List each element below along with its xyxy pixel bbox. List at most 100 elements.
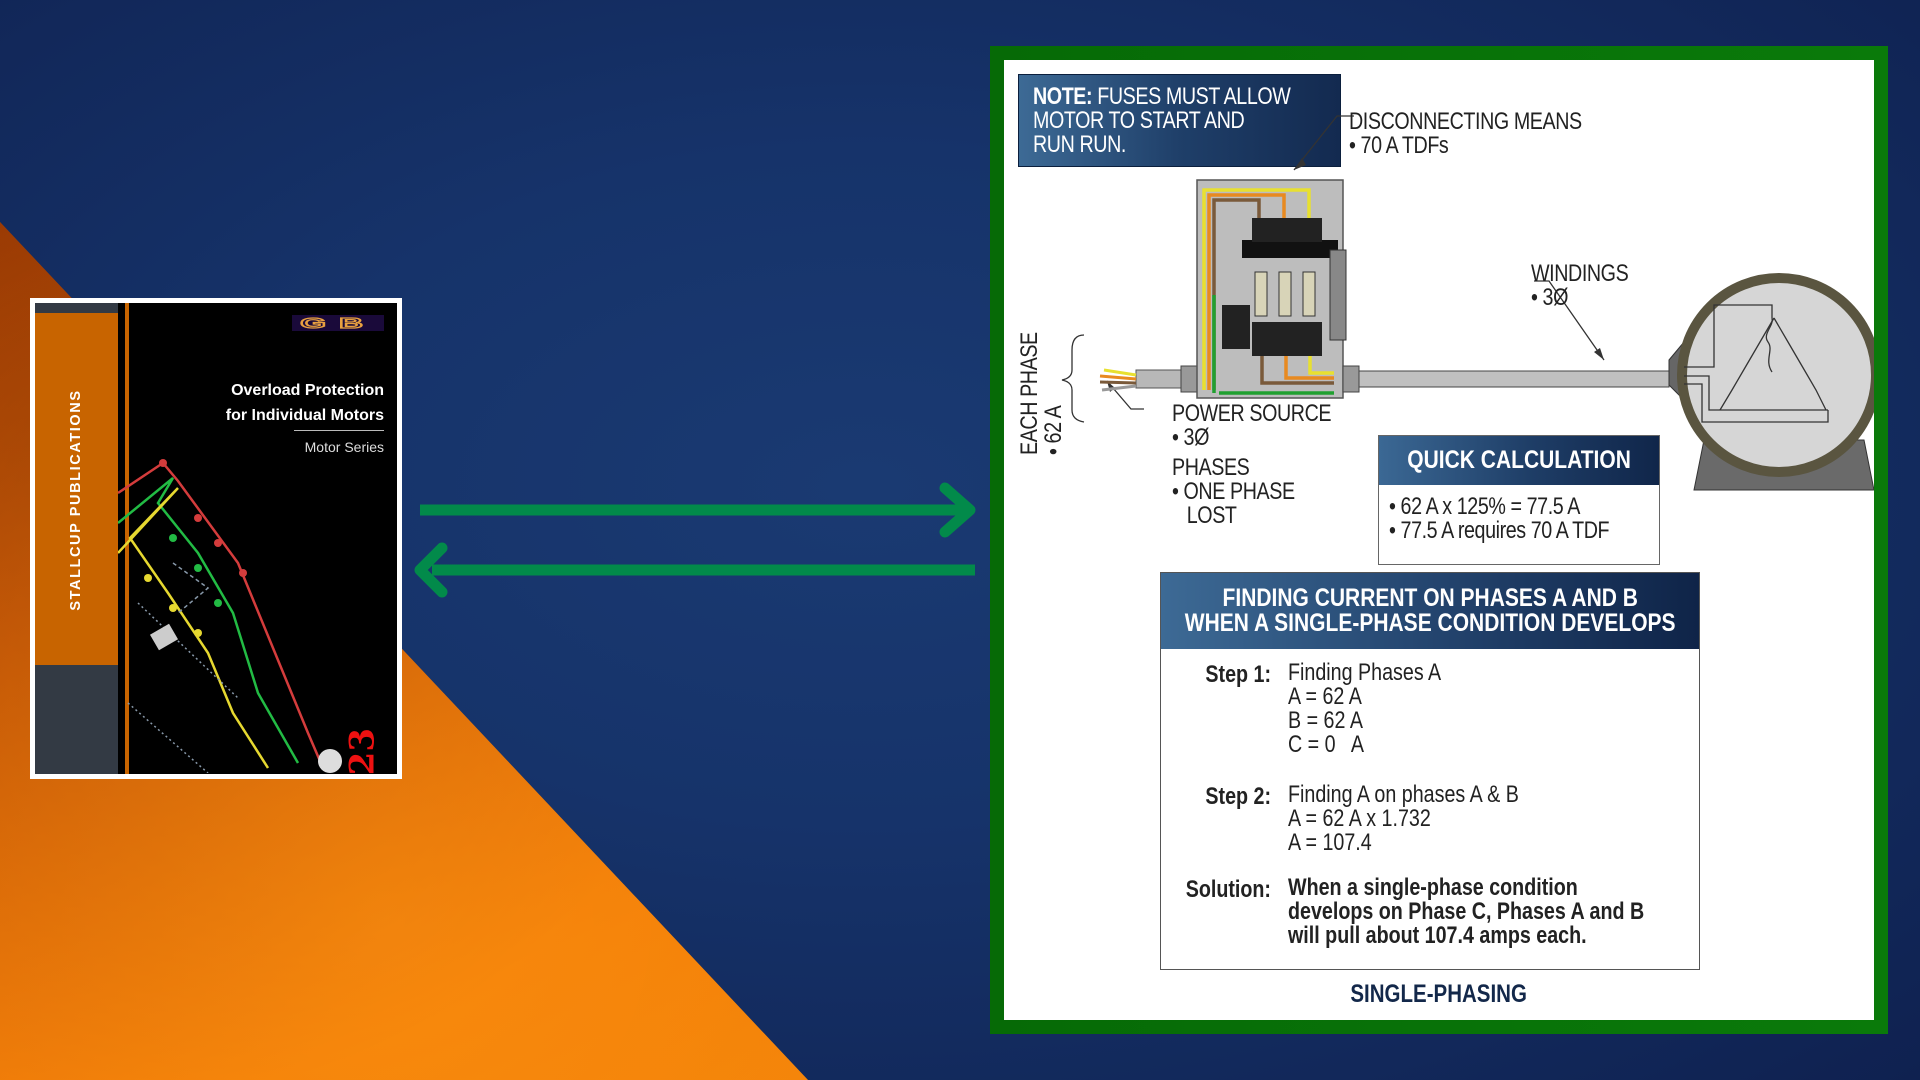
- circuit-line-red: [118, 461, 325, 769]
- phases-detail: • ONE PHASE: [1172, 478, 1295, 505]
- conduit-in: [1135, 369, 1182, 389]
- finding-current-box: FINDING CURRENT ON PHASES A AND B WHEN A…: [1160, 572, 1700, 970]
- motor-housing: [1677, 273, 1874, 477]
- cover-spine-bottom: ϟ nec ϟ: [35, 665, 118, 774]
- terminal-block-top: [1252, 218, 1322, 242]
- cover-rule: [294, 430, 384, 431]
- solution-label: Solution:: [1185, 876, 1271, 903]
- quick-calculation-header: QUICK CALCULATION: [1379, 436, 1659, 485]
- publisher-logo: GB: [292, 314, 384, 332]
- disconnect-enclosure: [1196, 179, 1344, 399]
- circuit-line-yellow: [118, 487, 270, 769]
- quick-calculation-line: • 77.5 A requires 70 A TDF: [1389, 517, 1610, 544]
- circuit-node: [169, 604, 177, 612]
- conduit-fitting: [1180, 365, 1198, 393]
- quick-calculation-body: • 62 A x 125% = 77.5 A • 77.5 A requires…: [1389, 495, 1619, 543]
- quick-calculation-line: • 62 A x 125% = 77.5 A: [1389, 493, 1581, 520]
- circuit-node: [194, 629, 202, 637]
- operating-handle: [1329, 249, 1347, 341]
- leader-line-disconnect: [1293, 115, 1354, 171]
- leader-line-power-source: [1106, 380, 1144, 410]
- book-cover: STALLCUP PUBLICATIONS ϟ nec ϟ GB Overloa…: [30, 298, 402, 779]
- windings-detail: • 3Ø: [1531, 284, 1568, 311]
- conduit-out: [1358, 370, 1670, 388]
- fuse-icons: [1254, 271, 1316, 317]
- cover-series: Motor Series: [304, 439, 384, 455]
- cover-year: 2023: [343, 728, 383, 774]
- disconnecting-means-detail: • 70 A TDFs: [1349, 132, 1449, 159]
- publisher-logo-text: GB: [299, 314, 376, 332]
- circuit-node: [194, 514, 202, 522]
- note-label: NOTE:: [1033, 83, 1093, 110]
- step-line: Finding Phases A: [1288, 659, 1442, 686]
- step-line: A = 62 A: [1288, 683, 1362, 710]
- circuit-node: [159, 459, 167, 467]
- spine-publisher-text: STALLCUP PUBLICATIONS: [68, 389, 84, 611]
- circuit-nodes: [144, 459, 247, 637]
- diagram-frame: NOTE: FUSES MUST ALLOW MOTOR TO START AN…: [990, 46, 1888, 1034]
- arrow-right-icon: [420, 482, 976, 538]
- book-cover-inner: STALLCUP PUBLICATIONS ϟ nec ϟ GB Overloa…: [35, 303, 397, 774]
- circuit-node: [214, 599, 222, 607]
- circuit-node: [194, 564, 202, 572]
- note-line: MOTOR TO START AND: [1033, 107, 1245, 134]
- phases-detail-cont: LOST: [1186, 502, 1237, 529]
- diagram-panel: NOTE: FUSES MUST ALLOW MOTOR TO START AN…: [1004, 60, 1874, 1020]
- cover-title-line-2: for Individual Motors: [225, 407, 384, 424]
- cover-divider-line: [125, 303, 129, 774]
- arrow-left-icon: [414, 542, 975, 598]
- arrowhead: [1294, 158, 1306, 170]
- diagram-caption-text: SINGLE-PHASING: [1350, 980, 1528, 1008]
- each-phase-label: EACH PHASE • 62 A: [1016, 305, 1067, 455]
- diagram-caption: SINGLE-PHASING: [1004, 980, 1874, 1009]
- step-2-body: Finding A on phases A & B A = 62 A x 1.7…: [1288, 783, 1519, 855]
- phases-title: PHASES: [1172, 454, 1250, 481]
- each-phase-title: EACH PHASE: [1016, 332, 1043, 455]
- circuit-dashed-line: [127, 702, 209, 773]
- step-line: A = 62 A x 1.732: [1288, 805, 1431, 832]
- circuit-node: [239, 569, 247, 577]
- disconnecting-means-label: DISCONNECTING MEANS • 70 A TDFs: [1349, 110, 1582, 158]
- step-1-label: Step 1:: [1205, 661, 1271, 688]
- step-line: B = 62 A: [1288, 707, 1363, 734]
- quick-calculation-title: QUICK CALCULATION: [1407, 446, 1631, 474]
- step-1-body: Finding Phases A A = 62 A B = 62 A C = 0…: [1288, 661, 1441, 757]
- cover-title: Overload Protection for Individual Motor…: [226, 378, 384, 428]
- note-box: NOTE: FUSES MUST ALLOW MOTOR TO START AN…: [1018, 74, 1341, 167]
- finding-current-title-2: WHEN A SINGLE-PHASE CONDITION DEVELOPS: [1184, 609, 1676, 637]
- solution-line: develops on Phase C, Phases A and B: [1288, 898, 1645, 925]
- leader-line-windings: [1534, 280, 1605, 361]
- terminal-block-bottom: [1252, 322, 1322, 356]
- cover-spine: STALLCUP PUBLICATIONS: [35, 313, 118, 665]
- circuit-dashed-line: [172, 562, 210, 614]
- note-text: NOTE: FUSES MUST ALLOW MOTOR TO START AN…: [1033, 83, 1291, 158]
- circuit-node: [214, 539, 222, 547]
- bidirectional-arrows: [414, 482, 976, 598]
- circuit-component: [149, 623, 179, 651]
- circuit-diagram-art: [118, 459, 342, 773]
- power-wires: [1099, 368, 1137, 392]
- solution-body: When a single-phase condition develops o…: [1288, 876, 1644, 948]
- brace: [1061, 334, 1085, 423]
- solution-line: When a single-phase condition: [1288, 874, 1578, 901]
- power-source-detail: • 3Ø: [1172, 424, 1209, 451]
- enclosure-wires: [1202, 188, 1334, 395]
- step-2-label: Step 2:: [1205, 783, 1271, 810]
- conduit-fitting: [1342, 365, 1360, 393]
- neutral-bar: [1222, 305, 1250, 349]
- step-line: A = 107.4: [1288, 829, 1372, 856]
- circuit-line-green: [118, 477, 300, 764]
- finding-current-title-1: FINDING CURRENT ON PHASES A AND B: [1222, 584, 1638, 612]
- note-line: RUN RUN.: [1033, 131, 1126, 158]
- solution-line: will pull about 107.4 amps each.: [1288, 922, 1587, 949]
- windings-title: WINDINGS: [1531, 260, 1629, 287]
- step-line: C = 0 A: [1288, 731, 1365, 758]
- note-line: FUSES MUST ALLOW: [1097, 83, 1291, 110]
- each-phase-detail: • 62 A: [1040, 405, 1067, 455]
- power-source-label: POWER SOURCE • 3Ø PHASES • ONE PHASE LOS…: [1172, 402, 1332, 529]
- motor-icon: [318, 749, 342, 773]
- arrowhead: [1594, 348, 1604, 360]
- finding-current-header: FINDING CURRENT ON PHASES A AND B WHEN A…: [1161, 573, 1699, 649]
- step-line: Finding A on phases A & B: [1288, 781, 1519, 808]
- cover-top-bar: [35, 303, 118, 313]
